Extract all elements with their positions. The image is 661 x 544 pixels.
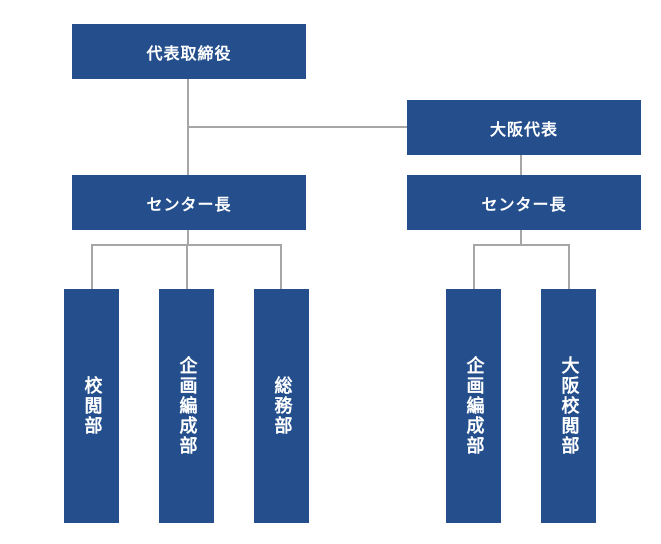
node-dept-osaka-proofreading: 大阪校閲部 bbox=[541, 289, 596, 523]
node-dept-planning-editing-left: 企画編成部 bbox=[159, 289, 214, 523]
node-dept-general-affairs: 総務部 bbox=[254, 289, 309, 523]
node-dept-proofreading: 校閲部 bbox=[64, 289, 119, 523]
node-center-head-left: センター長 bbox=[72, 175, 306, 230]
node-ceo: 代表取締役 bbox=[72, 24, 306, 79]
node-dept-planning-editing-right: 企画編成部 bbox=[446, 289, 501, 523]
node-center-head-right: センター長 bbox=[407, 175, 641, 230]
node-osaka-representative: 大阪代表 bbox=[407, 100, 641, 155]
